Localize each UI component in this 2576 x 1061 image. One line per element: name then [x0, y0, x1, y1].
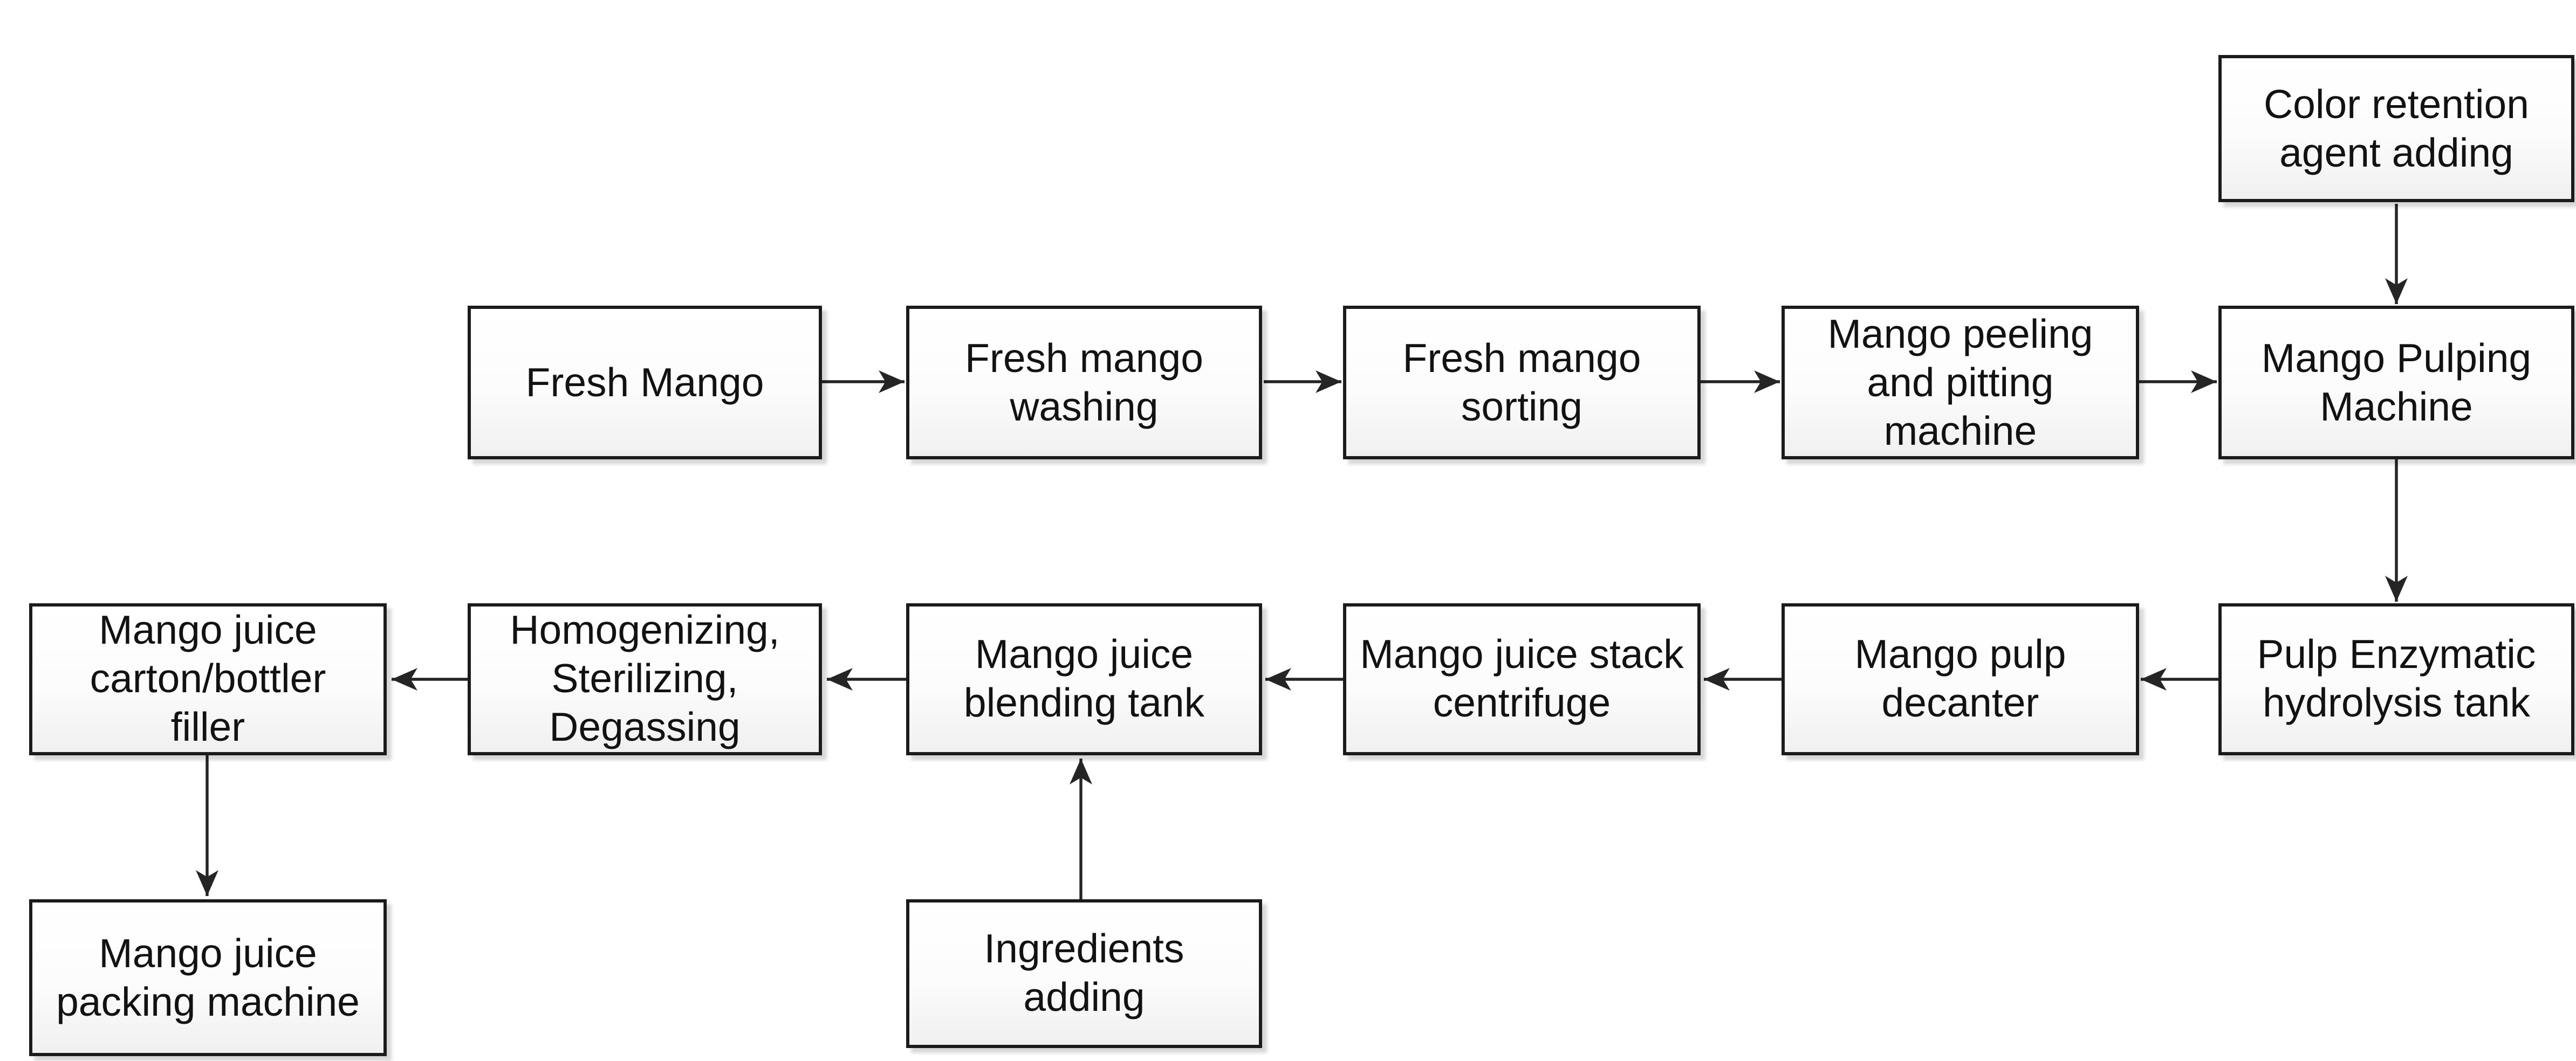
- node-fresh-mango-washing: Fresh mango washing: [906, 306, 1262, 459]
- node-homogenizing-sterilizing-degassing: Homogenizing, Sterilizing, Degassing: [468, 603, 822, 755]
- node-fresh-mango-sorting: Fresh mango sorting: [1343, 306, 1701, 459]
- node-mango-pulp-decanter: Mango pulp decanter: [1782, 603, 2139, 755]
- node-mango-juice-packing-machine: Mango juice packing machine: [29, 899, 387, 1056]
- node-mango-peeling-and-pitting-machine: Mango peeling and pitting machine: [1782, 306, 2139, 459]
- node-mango-juice-blending-tank: Mango juice blending tank: [906, 603, 1262, 755]
- node-mango-juice-stack-centrifuge: Mango juice stack centrifuge: [1343, 603, 1701, 755]
- node-mango-pulping-machine: Mango Pulping Machine: [2218, 306, 2574, 459]
- node-fresh-mango: Fresh Mango: [468, 306, 822, 459]
- node-mango-juice-carton-bottler-filler: Mango juice carton/bottler filler: [29, 603, 387, 755]
- node-color-retention-agent-adding: Color retention agent adding: [2218, 55, 2574, 202]
- node-ingredients-adding: Ingredients adding: [906, 899, 1262, 1048]
- node-pulp-enzymatic-hydrolysis-tank: Pulp Enzymatic hydrolysis tank: [2218, 603, 2574, 755]
